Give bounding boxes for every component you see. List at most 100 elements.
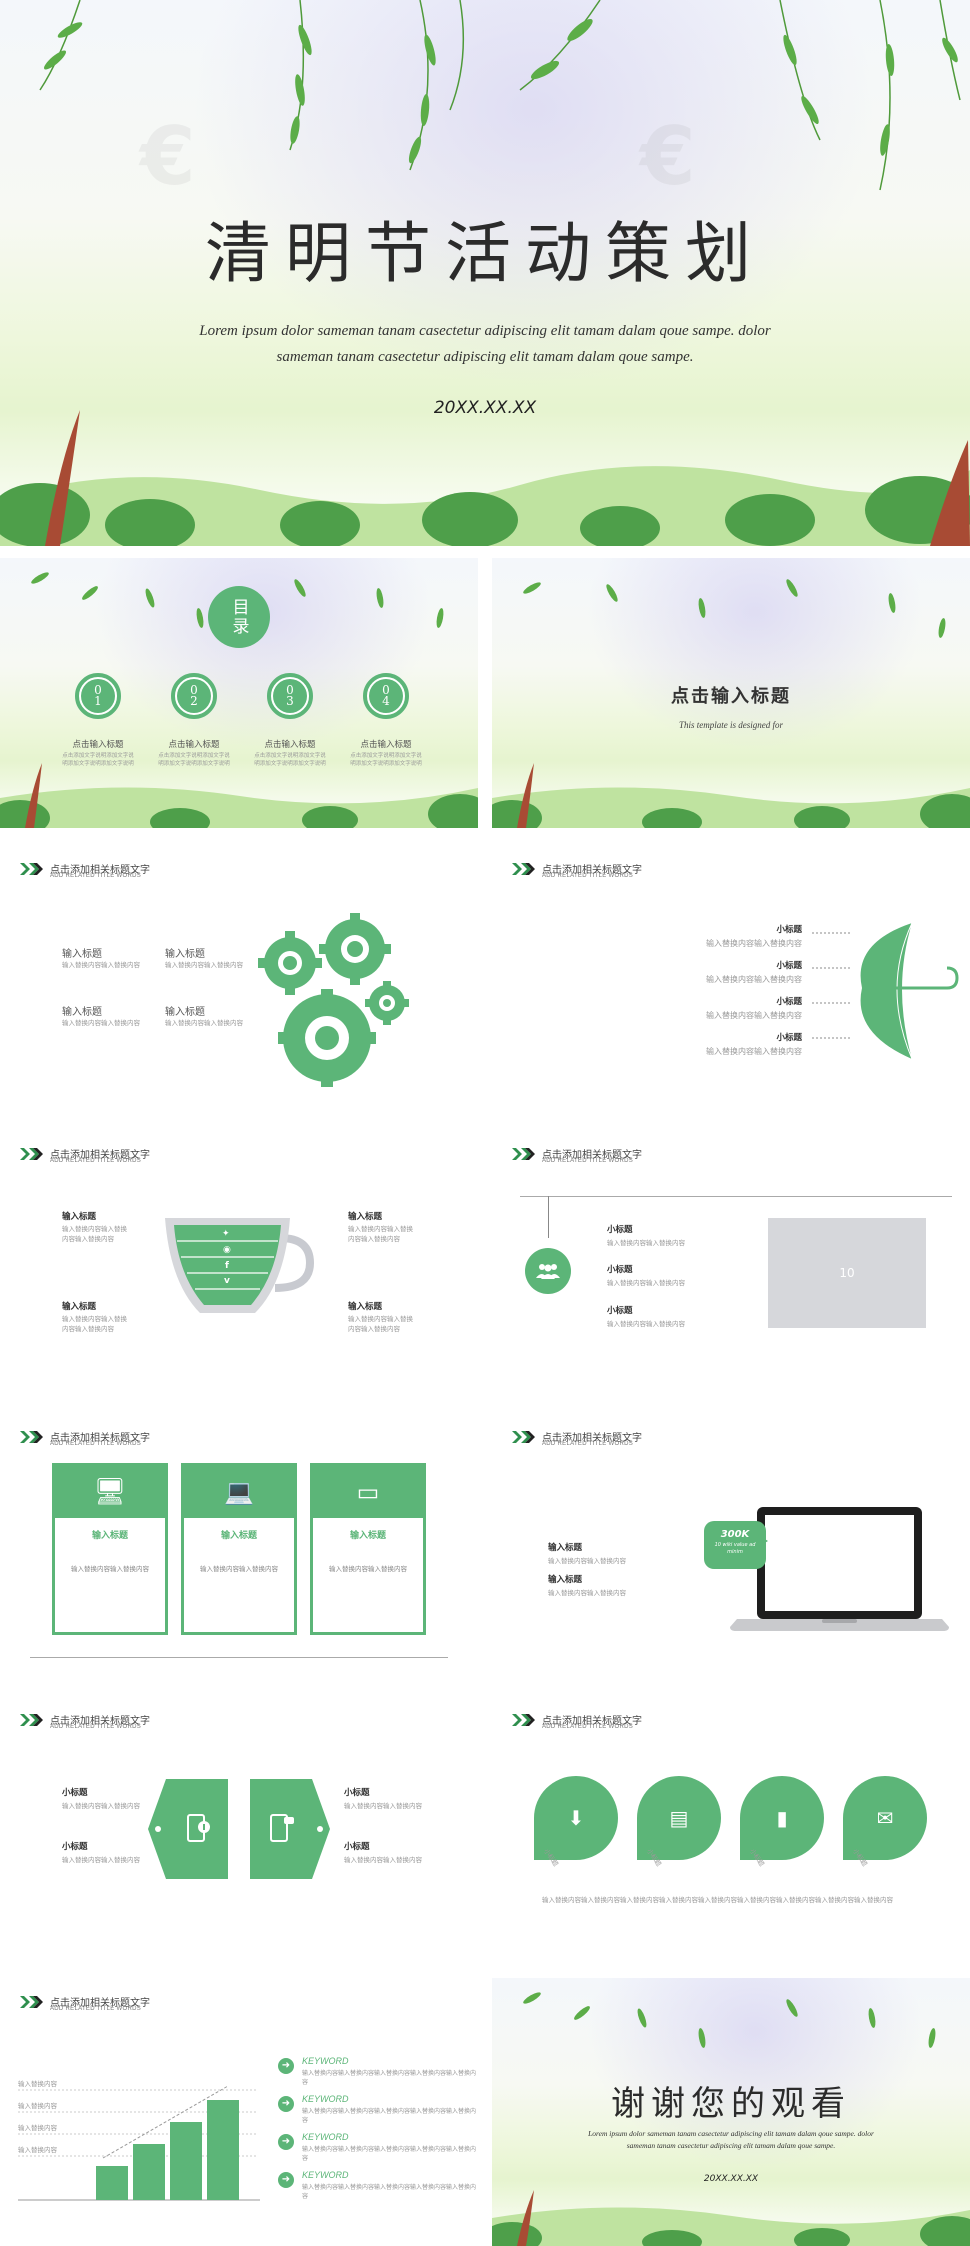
umbrella-slide[interactable]: 点击添加相关标题文字 ADD RELATED TITLE WORDS 小标题 输… (492, 843, 970, 1113)
toc-item-title[interactable]: 点击输入标题 (168, 740, 220, 750)
keyword-desc: 输入替换内容输入替换内容输入替换内容输入替换内容输入替换内容 (302, 2146, 477, 2162)
hex-slide[interactable]: 点击添加相关标题文字 ADD RELATED TITLE WORDS 小标题 输… (0, 1694, 478, 1964)
store-circle[interactable]: ▤ (637, 1776, 721, 1860)
slide-header-title: 点击添加相关标题文字 (542, 1433, 642, 1444)
willow-leaves-top (523, 579, 946, 638)
chevron-arrows-icon (512, 1714, 535, 1726)
section-slide[interactable]: 点击输入标题 This template is designed for (492, 558, 970, 828)
image-placeholder[interactable]: 10 (768, 1218, 926, 1328)
umbrella-item-title: 小标题 (776, 997, 802, 1007)
cover-date: 20XX.XX.XX (433, 398, 537, 418)
slide-header-subtitle: ADD RELATED TITLE WORDS (50, 1158, 142, 1164)
mail-circle[interactable]: ✉ (843, 1776, 927, 1860)
download-icon: ⬇ (567, 1806, 585, 1830)
people-item-title: 小标题 (607, 1265, 633, 1275)
toc-item-title[interactable]: 点击输入标题 (264, 740, 316, 750)
slide-header-subtitle: ADD RELATED TITLE WORDS (50, 1441, 142, 1447)
gear-item-desc: 输入替换内容输入替换内容 (62, 1019, 140, 1027)
chevron-arrows-icon (20, 1148, 43, 1160)
bar-row-label: 输入替换内容 (18, 2124, 57, 2132)
slide-header-subtitle: ADD RELATED TITLE WORDS (542, 1158, 634, 1164)
slide-header-title: 点击添加相关标题文字 (542, 865, 642, 876)
cards-slide[interactable]: 点击添加相关标题文字 ADD RELATED TITLE WORDS 🖥 输入标… (0, 1411, 478, 1681)
cup-slide[interactable]: 点击添加相关标题文字 ADD RELATED TITLE WORDS 输入标题 … (0, 1128, 478, 1398)
cover-slide[interactable]: € € 清明节活动策划 Lorem ipsum dolor sameman ta… (0, 0, 970, 546)
gears-slide[interactable]: 点击添加相关标题文字 ADD RELATED TITLE WORDS 输入标题 … (0, 843, 478, 1113)
feature-card-header: ▭ (313, 1466, 423, 1518)
gear-item-title: 输入标题 (165, 1007, 205, 1018)
hexagon-panels (148, 1779, 330, 1879)
slide-header-title: 点击添加相关标题文字 (542, 1716, 642, 1727)
keyword-arrow-icon: ➜ (278, 2134, 294, 2150)
cover-title: 清明节活动策划 (205, 215, 765, 292)
clipboard-circle[interactable]: ▮ (740, 1776, 824, 1860)
cup-item-desc: 输入替换内容输入替换内容输入替换内容 (348, 1315, 413, 1333)
feature-card[interactable]: 💻 输入标题 输入替换内容输入替换内容 (181, 1463, 297, 1635)
gear-item-desc: 输入替换内容输入替换内容 (165, 961, 243, 969)
tablet-icon: ▭ (356, 1478, 380, 1506)
phone-info-icon (188, 1814, 189, 1815)
stat-bubble-tail (758, 1535, 768, 1547)
umbrella-item-desc: 输入替换内容输入替换内容 (706, 1011, 802, 1020)
keyword-title: KEYWORD (302, 2170, 349, 2180)
gear-item-desc: 输入替换内容输入替换内容 (165, 1019, 243, 1027)
umbrella-icon (812, 922, 959, 1060)
toc-item-title[interactable]: 点击输入标题 (360, 740, 412, 750)
slide-header-subtitle: ADD RELATED TITLE WORDS (50, 873, 142, 879)
bars-slide[interactable]: 点击添加相关标题文字 ADD RELATED TITLE WORDS 输入替换内… (0, 1978, 478, 2246)
slide-header-title: 点击添加相关标题文字 (50, 1433, 150, 1444)
keyword-arrow-icon: ➜ (278, 2172, 294, 2188)
slide-header-title: 点击添加相关标题文字 (50, 1998, 150, 2009)
feature-card[interactable]: 🖥 输入标题 输入替换内容输入替换内容 (52, 1463, 168, 1635)
circles-slide[interactable]: 点击添加相关标题文字 ADD RELATED TITLE WORDS ⬇ ▤ ▮… (492, 1694, 970, 1964)
people-item-desc: 输入替换内容输入替换内容 (607, 1279, 685, 1287)
cup-item-desc: 输入替换内容输入替换内容输入替换内容 (62, 1315, 127, 1333)
image-placeholder-label: 10 (839, 1266, 855, 1280)
chevron-arrows-icon (20, 1996, 43, 2008)
chevron-arrows-icon (20, 863, 43, 875)
download-circle[interactable]: ⬇ (534, 1776, 618, 1860)
people-item-desc: 输入替换内容输入替换内容 (607, 1320, 685, 1328)
hanging-string (548, 1196, 549, 1238)
slide-header-subtitle: ADD RELATED TITLE WORDS (542, 1441, 634, 1447)
feature-card[interactable]: ▭ 输入标题 输入替换内容输入替换内容 (310, 1463, 426, 1635)
umbrella-item-title: 小标题 (776, 925, 802, 935)
section-subtitle: This template is designed for (679, 720, 783, 730)
laptop-item-desc: 输入替换内容输入替换内容 (548, 1557, 626, 1565)
people-slide[interactable]: 点击添加相关标题文字 ADD RELATED TITLE WORDS 小标题 输… (492, 1128, 970, 1398)
chevron-arrows-icon (512, 863, 535, 875)
thanks-slide[interactable]: 谢谢您的观看 Lorem ipsum dolor sameman tanam c… (492, 1978, 970, 2246)
phone-chat-icon (271, 1814, 272, 1815)
feature-card-header: 🖥 (55, 1466, 165, 1518)
cup-item-title: 输入标题 (62, 1212, 97, 1222)
section-title: 点击输入标题 (671, 686, 791, 707)
growth-bars (18, 2085, 260, 2201)
people-item-desc: 输入替换内容输入替换内容 (607, 1239, 685, 1247)
slide-header-title: 点击添加相关标题文字 (542, 1150, 642, 1161)
slide-header-subtitle: ADD RELATED TITLE WORDS (542, 1724, 634, 1730)
toc-item-title[interactable]: 点击输入标题 (72, 740, 124, 750)
laptop-slide[interactable]: 点击添加相关标题文字 ADD RELATED TITLE WORDS 输入标题 … (492, 1411, 970, 1681)
vimeo-icon: v (224, 1276, 230, 1286)
gear-item-title: 输入标题 (62, 949, 102, 960)
toc-item-desc: 点击添加文字说明添加文字说明添加文字说明添加文字说明 (158, 753, 230, 767)
keyword-desc: 输入替换内容输入替换内容输入替换内容输入替换内容输入替换内容 (302, 2184, 477, 2200)
clipboard-icon: ▮ (776, 1806, 788, 1830)
desktop-icon: 🖥 (93, 1477, 127, 1507)
umbrella-item-title: 小标题 (776, 961, 802, 971)
slide-header-subtitle: ADD RELATED TITLE WORDS (542, 873, 634, 879)
divider-line (520, 1196, 952, 1197)
keyword-desc: 输入替换内容输入替换内容输入替换内容输入替换内容输入替换内容 (302, 2070, 477, 2086)
laptop-item-title: 输入标题 (548, 1543, 583, 1553)
chevron-arrows-icon (512, 1148, 535, 1160)
feature-card-title: 输入标题 (349, 1531, 386, 1541)
bar-row-label: 输入替换内容 (18, 2146, 57, 2154)
